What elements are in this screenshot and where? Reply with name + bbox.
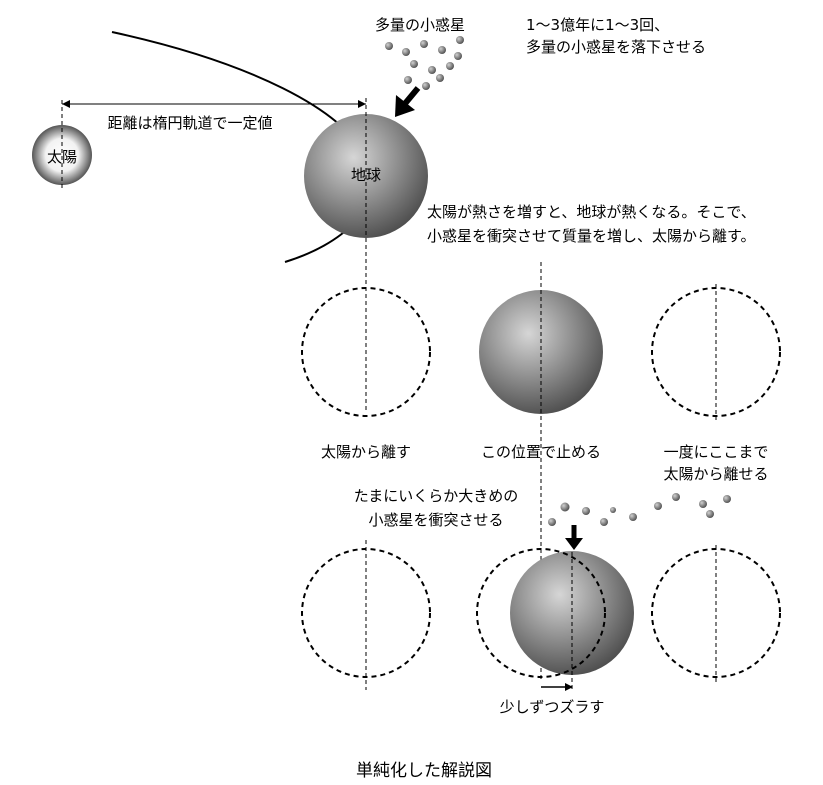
sun: 太陽 <box>32 125 92 185</box>
impact-arrow-bottom <box>565 525 583 550</box>
impact-arrow-top <box>395 86 421 117</box>
caption: 単純化した解説図 <box>356 761 492 781</box>
explain-line2: 小惑星を衝突させて質量を増し、太陽から離す。 <box>427 227 756 245</box>
bigger-line1: たまにいくらか大きめの <box>354 487 519 505</box>
earth-shifted <box>510 551 634 675</box>
explain-line1: 太陽が熱さを増すと、地球が熱くなる。そこで、 <box>427 203 756 221</box>
distance-label: 距離は楕円軌道で一定値 <box>107 114 272 132</box>
earth-stopped <box>479 290 603 414</box>
orbit-position-bottom-middle <box>476 548 606 678</box>
drop-line2: 多量の小惑星を落下させる <box>526 38 706 56</box>
step-once-line2: 太陽から離せる <box>663 465 768 483</box>
bigger-line2: 小惑星を衝突させる <box>368 511 503 529</box>
asteroids-label: 多量の小惑星 <box>375 16 465 34</box>
step-move-away: 太陽から離す <box>321 443 411 461</box>
step-once-line1: 一度にここまで <box>664 443 769 461</box>
asteroid-trail <box>548 493 731 526</box>
shift-label: 少しずつズラす <box>500 698 605 716</box>
distance-dimension <box>62 100 366 108</box>
orbit-position-left <box>301 287 431 417</box>
asteroid-cluster-top <box>385 36 464 90</box>
drop-line1: 1〜3億年に1〜3回、 <box>526 16 669 34</box>
step-stop: この位置で止める <box>481 443 601 461</box>
